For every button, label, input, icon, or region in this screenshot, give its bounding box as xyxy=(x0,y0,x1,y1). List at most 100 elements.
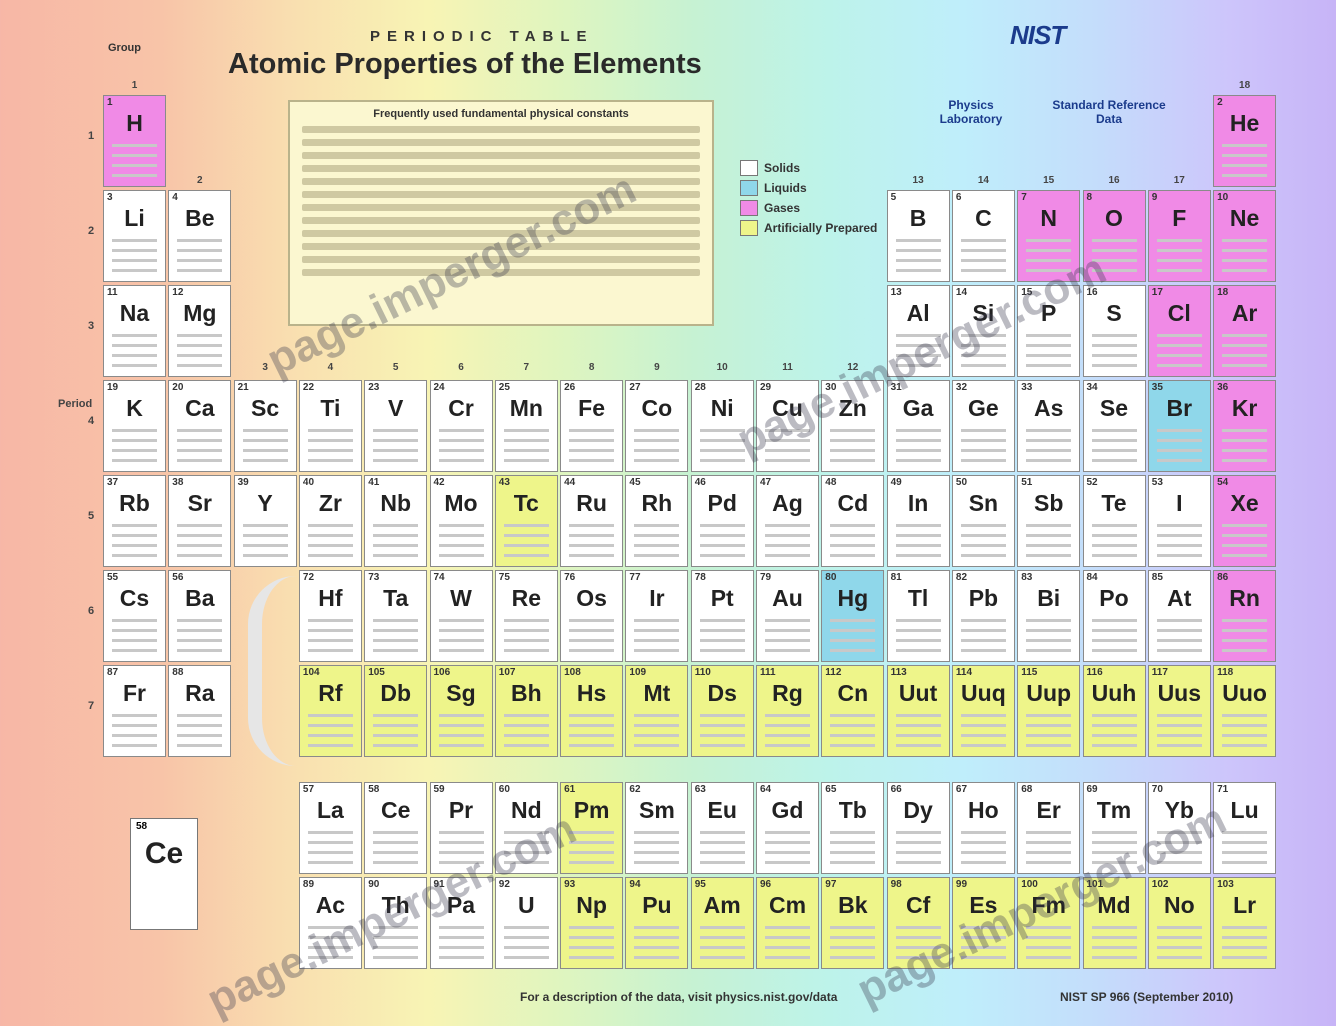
element-detail-line xyxy=(1222,936,1268,939)
element-symbol: Tc xyxy=(513,490,539,516)
element-detail-line xyxy=(1222,649,1268,652)
element-detail-line xyxy=(895,956,941,959)
element-symbol: Tb xyxy=(838,797,867,823)
element-detail-line xyxy=(503,744,549,747)
element-detail-line xyxy=(242,449,288,452)
element-detail-line xyxy=(960,544,1006,547)
element-detail-line xyxy=(1156,744,1202,747)
element-detail-line xyxy=(895,851,941,854)
element-detail-line xyxy=(177,439,223,442)
element-detail-line xyxy=(699,946,745,949)
element-detail-line xyxy=(765,439,810,442)
element-detail-line xyxy=(569,449,615,452)
atomic-number: 89 xyxy=(302,879,315,890)
element-detail-line xyxy=(830,544,876,547)
element-detail-line xyxy=(177,534,223,537)
element-symbol: Db xyxy=(380,680,412,706)
element-detail-line xyxy=(1222,714,1268,717)
atomic-number: 28 xyxy=(694,382,706,393)
atomic-number: 102 xyxy=(1151,879,1169,890)
element-symbol: Pm xyxy=(573,797,610,823)
element-detail-line xyxy=(1091,249,1137,252)
element-symbol: Zn xyxy=(838,395,867,421)
element-detail-line xyxy=(1222,724,1268,727)
element-symbol: Zr xyxy=(318,490,342,516)
atomic-number: 67 xyxy=(955,784,968,795)
atomic-number: 65 xyxy=(825,784,837,795)
element-detail-line xyxy=(307,439,353,442)
atomic-number: 29 xyxy=(760,382,772,393)
element-detail-line xyxy=(112,269,157,272)
element-symbol: Na xyxy=(119,300,150,326)
element-detail-line xyxy=(634,926,680,929)
element-detail-line xyxy=(830,936,876,939)
element-detail-line xyxy=(1222,344,1268,347)
element-symbol: Mn xyxy=(509,395,543,421)
element-detail-line xyxy=(1222,269,1268,272)
element-detail-line xyxy=(1026,259,1072,262)
element-symbol: Md xyxy=(1097,892,1131,918)
atomic-number: 112 xyxy=(825,667,842,678)
element-symbol: Fm xyxy=(1031,892,1066,918)
atomic-number: 11 xyxy=(107,287,118,298)
atomic-number: 92 xyxy=(498,879,510,890)
element-detail-line xyxy=(830,534,876,537)
element-symbol: Ce xyxy=(380,797,411,823)
element-symbol: As xyxy=(1033,395,1064,421)
element-detail-line xyxy=(569,544,615,547)
element-detail-line xyxy=(960,734,1006,737)
element-detail-line xyxy=(373,831,419,834)
element-detail-line xyxy=(960,831,1006,834)
element-detail-line xyxy=(1091,936,1137,939)
physics-lab-label: Physics Laboratory xyxy=(939,98,1003,126)
element-symbol: Lr xyxy=(1233,892,1257,918)
element-detail-line xyxy=(895,926,941,929)
element-detail-line xyxy=(242,544,288,547)
element-detail-line xyxy=(1026,714,1072,717)
atomic-number: 48 xyxy=(825,477,837,488)
element-detail-line xyxy=(569,629,615,632)
element-detail-line xyxy=(569,554,615,557)
element-detail-line xyxy=(960,269,1006,272)
element-detail-line xyxy=(503,936,549,939)
element-detail-line xyxy=(1156,429,1202,432)
element-symbol: Ne xyxy=(1229,205,1260,231)
element-detail-line xyxy=(699,629,745,632)
element-detail-line xyxy=(699,851,745,854)
period-number: 5 xyxy=(88,510,95,522)
atomic-number: 30 xyxy=(825,382,837,393)
atomic-number: 5 xyxy=(890,192,897,203)
element-detail-line xyxy=(765,714,810,717)
element-detail-line xyxy=(373,534,419,537)
element-detail-line xyxy=(112,354,157,357)
element-detail-line xyxy=(960,249,1006,252)
element-symbol: Er xyxy=(1036,797,1061,823)
element-detail-line xyxy=(960,619,1006,622)
atomic-number: 33 xyxy=(1021,382,1033,393)
element-detail-line xyxy=(1091,956,1137,959)
element-symbol: Bi xyxy=(1037,585,1061,611)
element-detail-line xyxy=(1222,639,1268,642)
element-detail-line xyxy=(895,249,941,252)
element-detail-line xyxy=(438,639,484,642)
element-detail-line xyxy=(1222,439,1268,442)
element-detail-line xyxy=(373,449,419,452)
element-detail-line xyxy=(1026,629,1072,632)
element-detail-line xyxy=(1222,164,1268,167)
element-detail-line xyxy=(373,524,419,527)
element-detail-line xyxy=(112,144,157,147)
element-detail-line xyxy=(1222,861,1268,864)
element-detail-line xyxy=(177,649,223,652)
element-detail-line xyxy=(634,649,680,652)
group-number: 4 xyxy=(327,362,334,373)
